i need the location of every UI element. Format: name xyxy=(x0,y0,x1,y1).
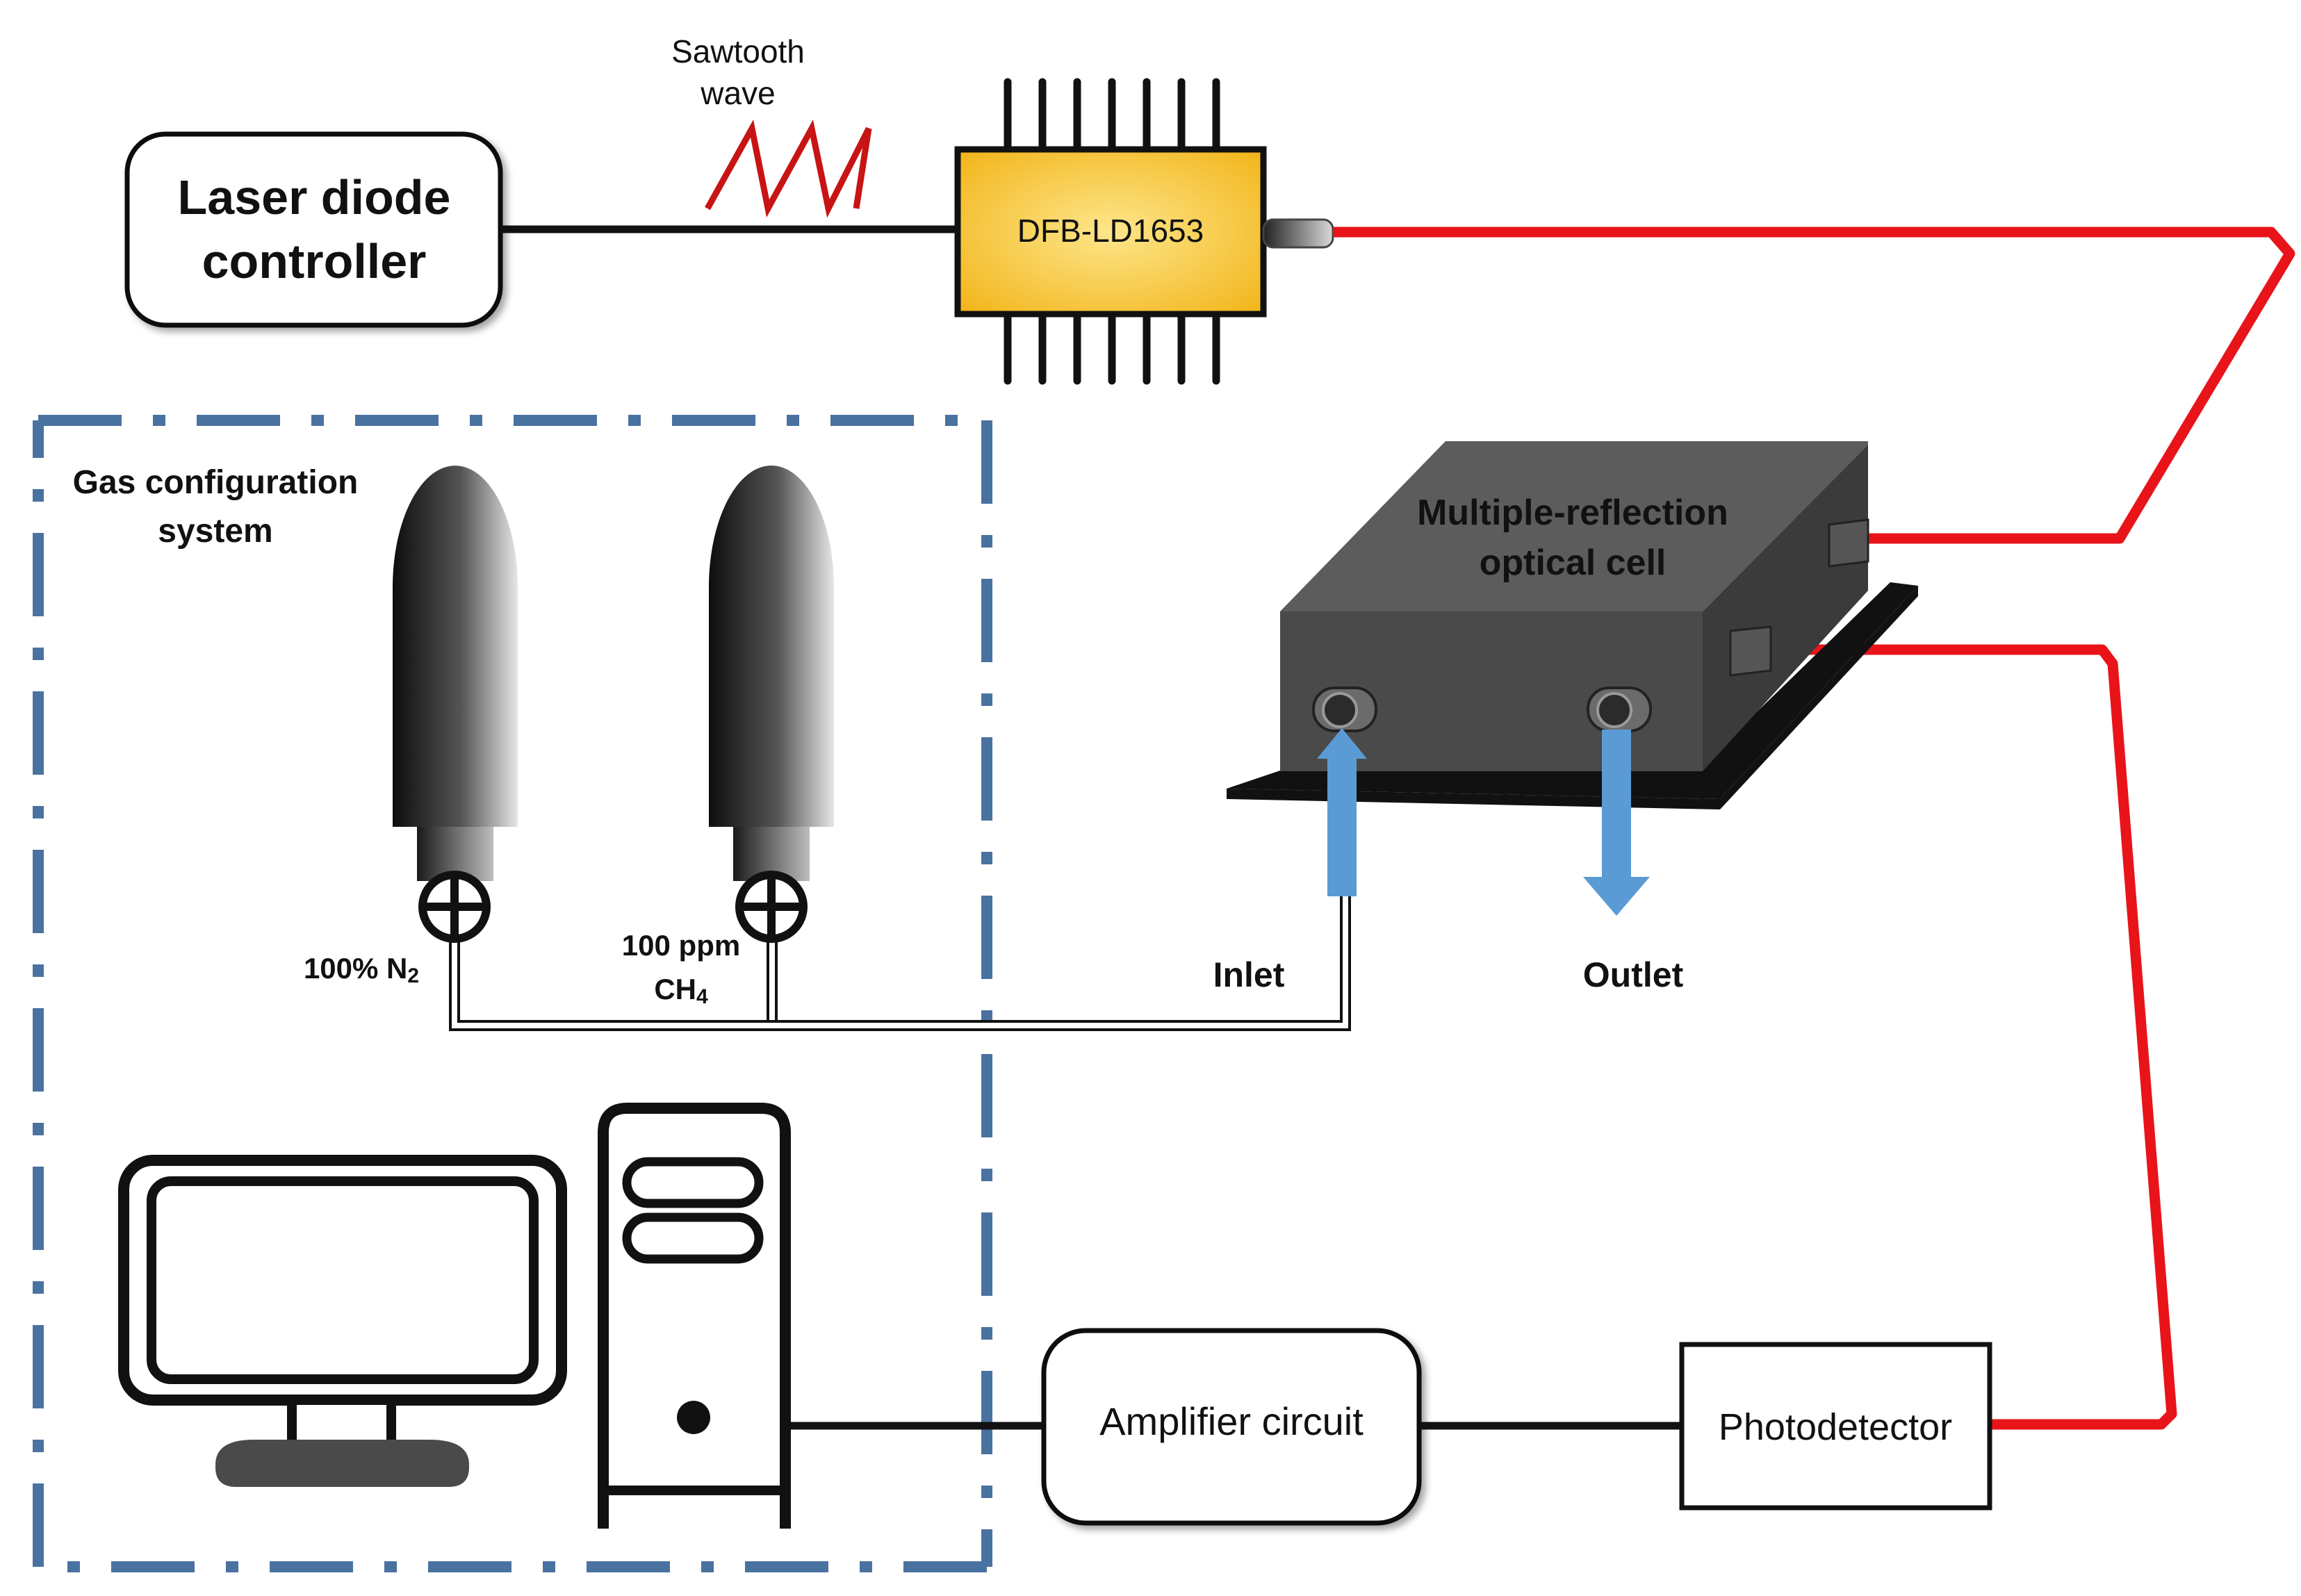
ch4-label-1: 100 ppm xyxy=(622,929,740,962)
computer-tower-icon xyxy=(598,1103,791,1529)
cell-inlet-port xyxy=(1312,686,1377,732)
cell-label-1: Multiple-reflection xyxy=(1417,493,1728,533)
ch4-label-2: CH4 xyxy=(654,973,708,1008)
sawtooth-icon xyxy=(705,120,872,218)
inlet-arrow-icon xyxy=(1317,728,1367,896)
amplifier-label: Amplifier circuit xyxy=(1099,1399,1364,1443)
cell-outlet-port xyxy=(1587,686,1652,732)
gas-tubing xyxy=(449,896,1351,1031)
fiber-cell-to-photodetector xyxy=(1771,644,2177,1430)
n2-gas-cylinder xyxy=(393,466,518,943)
gas-system-label-2: system xyxy=(158,513,272,550)
multiple-reflection-cell: Multiple-reflection optical cell xyxy=(1227,441,1918,809)
laser-diode-controller: Laser diode controller xyxy=(124,131,503,328)
sawtooth-label-2: wave xyxy=(700,75,775,111)
photodetector: Photodetector xyxy=(1679,1342,1992,1511)
cell-label-2: optical cell xyxy=(1480,543,1667,583)
laser-controller-label-2: controller xyxy=(202,234,427,288)
sawtooth-label-1: Sawtooth xyxy=(671,33,805,69)
photodetector-label: Photodetector xyxy=(1719,1406,1952,1448)
ch4-gas-cylinder xyxy=(709,466,834,943)
gas-system-label-1: Gas configuration xyxy=(73,464,359,501)
inlet-label: Inlet xyxy=(1213,955,1285,994)
outlet-arrow-icon xyxy=(1583,730,1650,916)
cell-fiber-port-out xyxy=(1729,625,1772,677)
fiber-laser-to-cell xyxy=(1333,227,2295,544)
outlet-label: Outlet xyxy=(1583,955,1684,994)
gas-system-box xyxy=(33,415,992,1572)
n2-label: 100% N2 xyxy=(304,952,419,987)
sawtooth-wave: Sawtooth wave xyxy=(671,33,872,218)
amplifier-circuit: Amplifier circuit xyxy=(1041,1328,1422,1526)
dfb-label: DFB-LD1653 xyxy=(1017,213,1204,249)
cell-fiber-port-in xyxy=(1828,518,1869,568)
dfb-laser-chip: DFB-LD1653 xyxy=(954,78,1334,385)
laser-controller-label-1: Laser diode xyxy=(178,170,451,224)
computer-monitor-icon xyxy=(118,1155,567,1487)
laser-fiber-connector xyxy=(1262,218,1334,249)
